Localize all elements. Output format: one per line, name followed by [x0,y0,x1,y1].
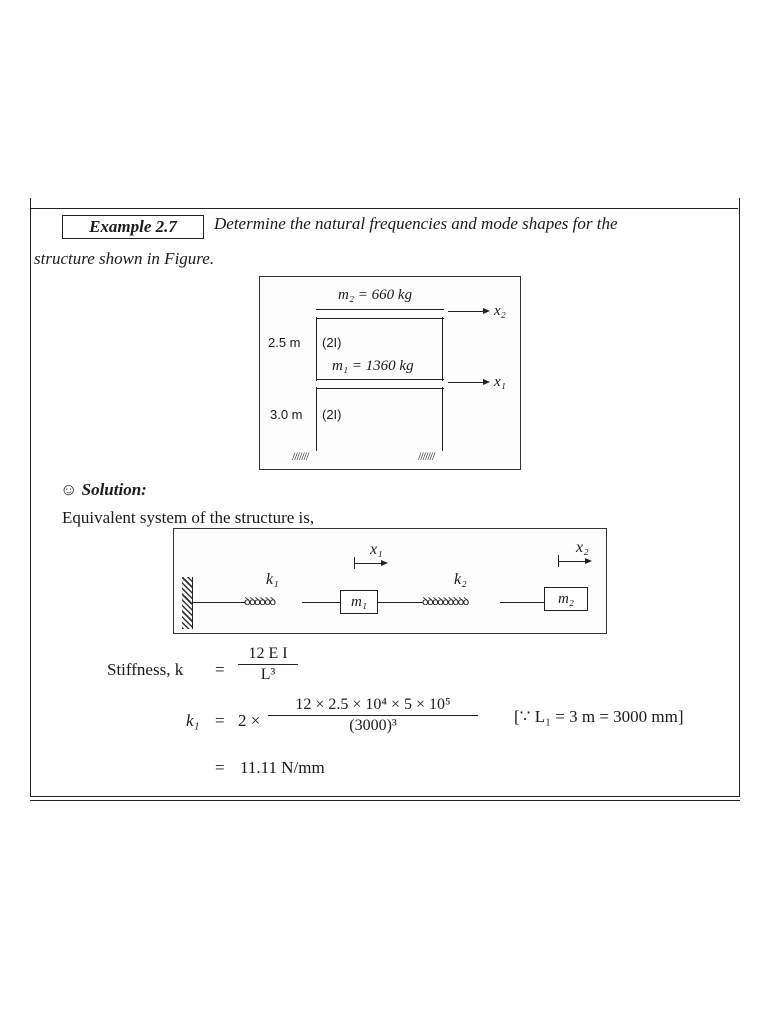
k2-label: k₂ [454,571,467,588]
equals-1: = [215,660,225,679]
equals-3: = [215,758,225,777]
lower-height-label: 3.0 m [270,407,303,422]
left-fixed-support-icon: /////// [292,449,309,463]
solution-heading: ☺ Solution: [60,480,147,500]
problem-text-line2: structure shown in Figure. [34,249,215,268]
stiffness-label: Stiffness, k [107,660,184,679]
m2-label: m₂ = 660 kg [338,287,413,303]
m1-label: m₁ = 1360 kg [332,358,414,374]
example-label: Example 2.7 [62,215,204,239]
link-m1-spring2 [377,602,423,603]
content-frame [30,198,740,801]
upper-inertia-label: (2I) [322,335,342,350]
k1-denominator: (3000)³ [349,717,397,734]
x2-arrow-2 [558,558,592,564]
top-rule [30,208,738,209]
x1-arrow-2 [354,560,388,566]
k1-result: 11.11 N/mm [240,758,325,777]
x2-label: x₂ [494,303,506,319]
lower-inertia-label: (2I) [322,407,342,422]
k1-label: k₁ [266,571,279,588]
stiffness-formula: 12 E I L³ [238,645,298,684]
equals-2: = [215,711,225,730]
x1-arrow [448,379,490,385]
lower-right-column [442,387,443,451]
upper-right-column [442,317,443,381]
mass-m1: m₁ [340,590,378,614]
x2-label-2: x₂ [576,539,589,556]
x1-label: x₁ [494,374,506,390]
link-spring2-m2 [500,602,544,603]
spring-mass-figure: ꝺꝺꝺꝺꝺꝺ k₁ m₁ x₁ ꝺꝺꝺꝺꝺꝺꝺꝺꝺ k₂ m₂ x₂ [173,528,607,634]
x2-arrow [448,308,490,314]
link-spring1-m1 [302,602,340,603]
fixed-wall-icon [182,577,193,629]
stiffness-numerator: 12 E I [238,645,298,665]
solution-title: Solution: [81,480,147,499]
right-fixed-support-icon: /////// [418,449,435,463]
k1-multiplier: 2 × [238,711,261,730]
upper-left-column [316,317,317,381]
frame-figure: m₂ = 660 kg x₂ 2.5 m (2I) m₁ = 1360 kg x… [259,276,521,470]
k1-formula: 12 × 2.5 × 10⁴ × 5 × 10⁵ (3000)³ [268,696,478,735]
k1-numerator: 12 × 2.5 × 10⁴ × 5 × 10⁵ [268,696,478,716]
length-note: [∵ L₁ = 3 m = 3000 mm] [514,707,684,726]
solution-intro: Equivalent system of the structure is, [62,508,315,527]
k1-eq-label: k₁ [186,711,200,730]
spring-k1-icon: ꝺꝺꝺꝺꝺꝺ [244,596,276,608]
upper-beam [316,309,444,319]
lower-left-column [316,387,317,451]
upper-height-label: 2.5 m [268,335,301,350]
smiley-icon: ☺ [60,480,78,499]
mass-m2: m₂ [544,587,588,611]
spring-k2-icon: ꝺꝺꝺꝺꝺꝺꝺꝺꝺ [422,596,469,608]
stiffness-denominator: L³ [260,666,276,683]
lower-beam [316,379,444,389]
link-wall-spring1 [193,602,245,603]
problem-text-line1: Determine the natural frequencies and mo… [214,214,618,233]
x1-label-2: x₁ [370,541,383,558]
